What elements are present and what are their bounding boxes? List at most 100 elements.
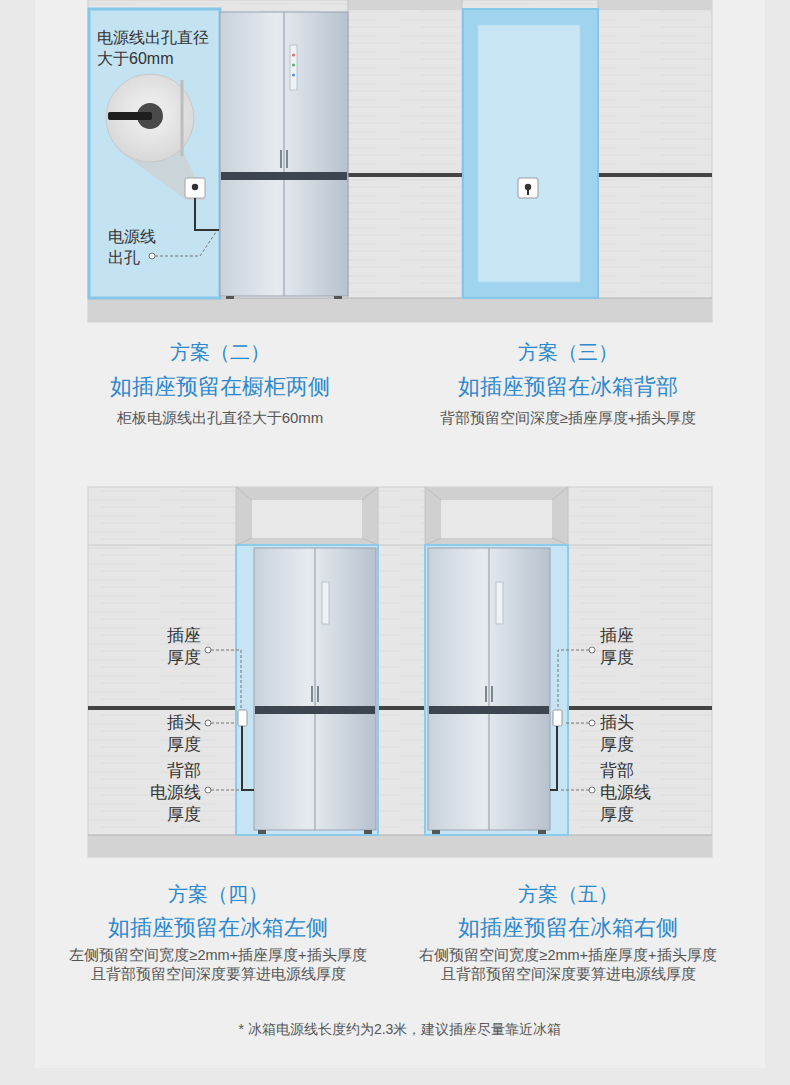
text-line: 电源线 [108, 226, 156, 247]
dimension-label: 插座 厚度 [600, 625, 634, 669]
right-unit-part [560, 790, 589, 791]
left-blue-space-part [89, 9, 220, 298]
right-blue-space-part [527, 189, 529, 195]
left-unit-part [315, 548, 316, 830]
right-unit-part [489, 548, 490, 830]
background-part [35, 0, 765, 1068]
hole-callout-part [181, 80, 184, 156]
left-unit-part [205, 720, 211, 726]
bottom-cabinets-part [552, 487, 568, 500]
right-unit-part [496, 582, 503, 624]
text-line: 且背部预留空间深度要算进电源线厚度 [69, 965, 366, 984]
right-unit-part [485, 686, 487, 702]
left-unit-part [311, 686, 313, 702]
bottom-cabinets-part [88, 706, 236, 710]
left-unit-part [238, 710, 247, 726]
top-cabinets-part [88, 0, 712, 322]
plan-number: 方案（四） [168, 882, 268, 907]
text-line: 厚度 [600, 647, 634, 669]
left-unit-part [211, 790, 240, 791]
right-unit-part [428, 548, 550, 830]
left-unit-part [255, 706, 375, 714]
text-line: 电源线出孔直径 [97, 27, 209, 48]
plan-heading: 如插座预留在橱柜两侧 [110, 373, 330, 401]
top-fridge-part [226, 296, 234, 299]
right-unit-part [425, 545, 568, 835]
bottom-cabinets-part [425, 487, 441, 500]
top-cabinets-part [88, 298, 712, 322]
left-unit-part [211, 650, 241, 708]
dimension-label: 插头 厚度 [167, 712, 201, 756]
bottom-cabinets-part [378, 706, 425, 710]
hole-callout-part [195, 198, 219, 230]
text-line: 插头 [600, 712, 634, 734]
left-unit [205, 545, 378, 835]
footnote: * 冰箱电源线长度约为2.3米，建议插座尽量靠近冰箱 [239, 1020, 562, 1038]
right-unit-part [589, 647, 595, 653]
hole-callout-part [155, 232, 216, 256]
right-unit-part [589, 787, 595, 793]
plan-number: 方案（五） [518, 882, 618, 907]
text-line: 厚度 [150, 804, 201, 826]
right-blue-space-part [478, 25, 580, 282]
left-blue-space [89, 9, 220, 298]
bottom-cabinets-part [425, 538, 441, 545]
left-unit-part [317, 686, 319, 702]
bottom-cabinets-part [88, 835, 712, 836]
top-fridge-part [290, 45, 297, 90]
left-unit-part [258, 830, 266, 834]
background [35, 0, 765, 1068]
right-unit-part [550, 726, 557, 790]
top-fridge-part [220, 12, 348, 296]
right-blue-space-part [518, 178, 538, 198]
text-line: 背部 [600, 760, 651, 782]
bottom-cabinets-part [88, 835, 712, 857]
bottom-cabinets-part [425, 487, 568, 545]
hole-callout-part [108, 112, 152, 120]
plan-note: 背部预留空间深度≥插座厚度+插头厚度 [440, 408, 697, 427]
top-fridge [220, 12, 348, 299]
bottom-cabinets-part [236, 538, 252, 545]
text-line: 厚度 [167, 734, 201, 756]
right-unit-part [538, 830, 546, 834]
top-fridge-part [280, 150, 282, 168]
top-cabinets-part [598, 173, 712, 177]
text-line: 电源线 [600, 782, 651, 804]
callout-text: 电源线 出孔 [108, 226, 156, 268]
callout-text: 电源线出孔直径 大于60mm [97, 27, 209, 69]
text-line: 大于60mm [97, 48, 209, 69]
plan-heading: 如插座预留在冰箱左侧 [108, 914, 328, 942]
top-cabinets-part [348, 173, 462, 177]
text-line: 且背部预留空间深度要算进电源线厚度 [419, 965, 716, 984]
bottom-cabinets-part [552, 538, 568, 545]
text-line: 左侧预留空间宽度≥2mm+插座厚度+插头厚度 [69, 946, 366, 965]
hole-callout-part [192, 184, 198, 190]
dimension-label: 插座 厚度 [167, 625, 201, 669]
bottom-cabinets-part [236, 487, 252, 500]
top-fridge-part [292, 64, 295, 67]
top-cabinets [88, 0, 712, 322]
plan-note: 右侧预留空间宽度≥2mm+插座厚度+插头厚度 且背部预留空间深度要算进电源线厚度 [419, 946, 716, 984]
hole-callout-part [149, 253, 155, 259]
top-cabinets-part [598, 0, 712, 10]
right-unit-part [564, 723, 589, 724]
plan-heading: 如插座预留在冰箱背部 [458, 373, 678, 401]
dimension-label: 插头 厚度 [600, 712, 634, 756]
text-line: 厚度 [600, 734, 634, 756]
top-fridge-part [286, 150, 288, 168]
text-line: 电源线 [150, 782, 201, 804]
left-unit-part [254, 548, 376, 830]
top-fridge-part [284, 12, 285, 296]
bottom-cabinets-part [441, 500, 552, 538]
plan-heading: 如插座预留在冰箱右侧 [458, 914, 678, 942]
plan-number: 方案（二） [170, 340, 270, 365]
right-blue-space [463, 9, 598, 298]
text-line: 右侧预留空间宽度≥2mm+插座厚度+插头厚度 [419, 946, 716, 965]
bottom-cabinets-part [568, 706, 712, 710]
top-fridge-part [292, 74, 295, 77]
right-unit-part [558, 650, 589, 708]
bottom-cabinets-part [252, 500, 362, 538]
right-unit-part [429, 706, 549, 714]
left-unit-part [236, 545, 378, 835]
